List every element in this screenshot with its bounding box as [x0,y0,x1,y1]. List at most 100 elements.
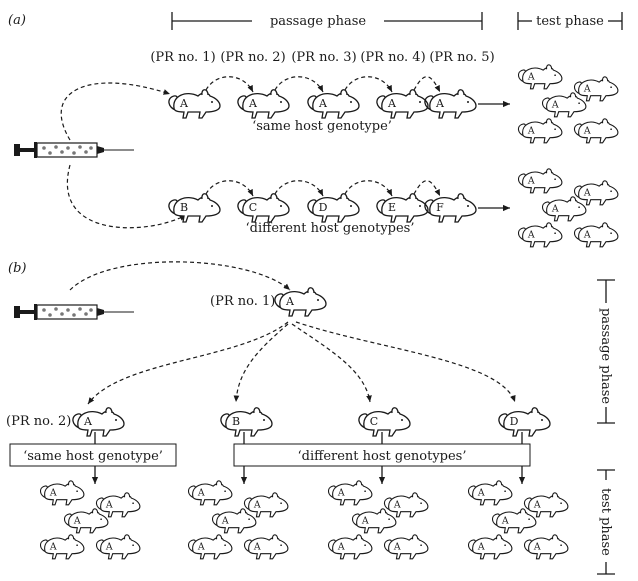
mouse-icon: A [517,64,563,90]
host-genotype-label: A [197,487,205,498]
host-genotype-label: A [179,97,189,110]
mouse-icon: A [573,180,619,206]
mouse-icon: D [307,193,360,223]
host-genotype-label: A [49,487,57,498]
branch-arrow-b [233,323,289,403]
mouse-icon: B [220,407,273,437]
mouse-icon: A [39,480,85,506]
mouse-icon: A [39,534,85,560]
mouse-icon: A [243,492,289,518]
panel-a-label: (a) [8,13,26,28]
mouse-icon: A [95,534,141,560]
pr-label: (PR no. 3) [291,50,356,65]
mouse-icon: A [63,508,109,534]
mouse-icon: B [168,193,221,223]
mouse-icon: A [95,492,141,518]
mouse-icon: A [376,89,429,119]
branch-arrow-c [291,323,372,403]
mouse-icon: A [573,222,619,248]
mouse-icon: A [523,492,569,518]
mouse-icon: A [383,534,429,560]
passage-phase-bracket-a: passage phase [171,12,483,30]
host-genotype-label: A [393,499,401,510]
host-genotype-label: B [232,415,240,428]
host-genotype-label: A [551,203,559,214]
mouse-icon: A [307,89,360,119]
host-genotype-label: A [83,415,93,428]
passage-phase-bracket-b: passage phase [597,279,615,424]
host-genotype-label: A [477,541,485,552]
mouse-icon: A [383,492,429,518]
host-genotype-label: A [49,541,57,552]
mouse-icon: C [237,193,290,223]
mouse-icon: A [517,118,563,144]
mouse-icon: A [424,89,477,119]
host-genotype-label: A [527,125,535,136]
host-genotype-label: B [180,201,188,214]
passage-phase-label-b: passage phase [598,308,613,404]
host-genotype-label: A [387,97,397,110]
mouse-icon: A [573,118,619,144]
inoculation-arrow-same [60,82,171,141]
panel-b: (b) (PR no. 1) A passage phase test phas… [6,261,615,575]
host-genotype-label: F [436,201,444,214]
mouse-icon: E [376,193,429,223]
host-genotype-label: A [337,541,345,552]
mouse-icon: A [187,534,233,560]
pr-label: (PR no. 5) [429,50,494,65]
mouse-icon: A [274,287,327,317]
first-passage-mouse: A [274,287,327,317]
test-phase-label-a: test phase [536,14,604,29]
host-genotype-label: A [583,187,591,198]
test-group-different: A A A A A [517,168,619,248]
host-genotype-label: A [477,487,485,498]
host-genotype-label: A [318,97,328,110]
inoculation-arrow-diff [66,164,187,229]
first-pr-label-b: (PR no. 1) [210,294,275,309]
host-genotype-label: A [393,541,401,552]
host-genotype-label: A [583,125,591,136]
host-genotype-label: A [73,515,81,526]
host-genotype-label: A [105,499,113,510]
mouse-icon: A [517,222,563,248]
host-genotype-label: A [551,99,559,110]
mouse-icon: A [573,76,619,102]
mouse-icon: D [498,407,551,437]
same-host-caption-b: ‘same host genotype’ [23,449,163,464]
mouse-icon: A [517,168,563,194]
host-genotype-label: E [388,201,396,214]
test-phase-bracket-a: test phase [517,12,623,30]
mouse-icon: A [327,534,373,560]
host-genotype-label: D [319,201,328,214]
branch-arrow-d [295,321,516,403]
host-genotype-label: D [510,415,519,428]
different-host-caption-b: ‘different host genotypes’ [297,449,466,464]
mouse-icon: A [467,480,513,506]
test-phase-bracket-b: test phase [597,469,615,575]
host-genotype-label: A [527,175,535,186]
mouse-icon: A [491,508,537,534]
host-genotype-label: A [435,97,445,110]
mouse-icon: A [523,534,569,560]
passage-phase-label-a: passage phase [270,14,366,29]
pr-label: (PR no. 2) [220,50,285,65]
host-genotype-label: A [533,499,541,510]
mouse-icon: A [467,534,513,560]
mouse-icon: A [541,196,587,222]
host-genotype-label: A [248,97,258,110]
mouse-icon: A [327,480,373,506]
pr-label: (PR no. 4) [360,50,425,65]
mouse-icon: A [243,534,289,560]
second-pr-label-b: (PR no. 2) [6,414,71,429]
host-genotype-label: A [527,229,535,240]
inoculation-arrow-b [69,261,291,291]
host-genotype-label: A [583,83,591,94]
